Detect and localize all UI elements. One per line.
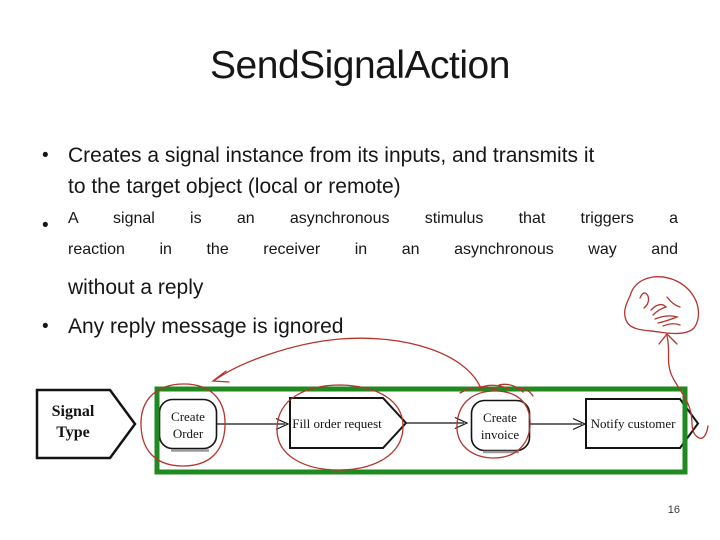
bullet-line: Any reply message is ignored: [68, 315, 344, 338]
create-invoice-node: Create invoice: [470, 399, 531, 454]
bullet-item-3: • Any reply message is ignored: [42, 311, 678, 342]
bullet-text: Creates a signal instance from its input…: [68, 140, 678, 202]
red-long-arrow-curve: [214, 337, 483, 392]
bullet-line: A signal is an asynchronous stimulus tha…: [68, 210, 678, 227]
red-blob-outline: [624, 276, 700, 335]
signal-type-label-line2: Type: [56, 424, 89, 441]
red-scribble-above-invoice-2: [478, 384, 510, 390]
create-invoice-shape: [470, 399, 531, 452]
bullet-icon: •: [42, 145, 49, 166]
notify-customer-label: Notify customer: [591, 416, 677, 431]
red-ellipse-create-invoice: [456, 390, 531, 459]
bullet-icon: •: [42, 215, 49, 236]
notify-customer-shape: [585, 398, 700, 449]
page-number: 16: [667, 504, 680, 516]
bullet-text: A signal is an asynchronous stimulus tha…: [68, 210, 678, 303]
red-blob-arrow-head: [658, 333, 678, 345]
create-order-label-line1: Create: [171, 409, 205, 424]
flow-arrow-1: [217, 417, 290, 431]
red-long-arrow-head: [211, 370, 230, 383]
create-order-shape: [158, 398, 218, 450]
bullet-line: Creates a signal instance from its input…: [68, 144, 595, 167]
red-scribble-above-invoice-3: [498, 383, 524, 393]
notify-customer-node: Notify customer: [585, 398, 700, 449]
flow-arrow-2: [406, 416, 469, 430]
flow-arrow-3: [530, 417, 587, 431]
signal-type-label-line1: Signal: [52, 403, 95, 420]
create-order-node: Create Order: [158, 398, 218, 452]
bullet-text: Any reply message is ignored: [68, 311, 678, 342]
red-ink-annotations: [140, 276, 709, 471]
bullet-list: • Creates a signal instance from its inp…: [42, 140, 678, 350]
slide-title: SendSignalAction: [210, 44, 510, 87]
bullet-item-1: • Creates a signal instance from its inp…: [42, 140, 678, 202]
fill-order-request-node: Fill order request: [289, 397, 408, 449]
red-blob-scribble-4: [662, 323, 681, 327]
red-blob-scribble-1: [639, 292, 650, 309]
bullet-line: without a reply: [68, 276, 204, 299]
red-blob-scribble-3: [654, 315, 679, 324]
signal-type-node: Signal Type: [35, 388, 137, 460]
red-ellipse-create-order: [140, 383, 226, 467]
green-highlight-box: [154, 386, 688, 475]
red-ellipse-fill-order: [276, 384, 404, 471]
bullet-line: reaction in the receiver in an asynchron…: [68, 241, 678, 258]
red-scribble-above-invoice-1: [459, 386, 497, 394]
create-invoice-label-line2: invoice: [481, 427, 519, 442]
red-scribble-above-invoice-4: [516, 388, 534, 397]
bullet-icon: •: [42, 316, 49, 337]
signal-type-shape: [35, 388, 137, 460]
create-order-label-line2: Order: [173, 426, 204, 441]
bullet-line: to the target object (local or remote): [68, 175, 401, 198]
bullet-item-2: • A signal is an asynchronous stimulus t…: [42, 210, 678, 303]
red-blob-scribble-2: [650, 303, 668, 316]
red-blob-scribble-5: [666, 296, 681, 308]
create-invoice-label-line1: Create: [483, 410, 517, 425]
fill-order-request-label: Fill order request: [292, 416, 382, 431]
red-blob-tail-line: [666, 335, 709, 439]
fill-order-request-shape: [289, 397, 408, 449]
